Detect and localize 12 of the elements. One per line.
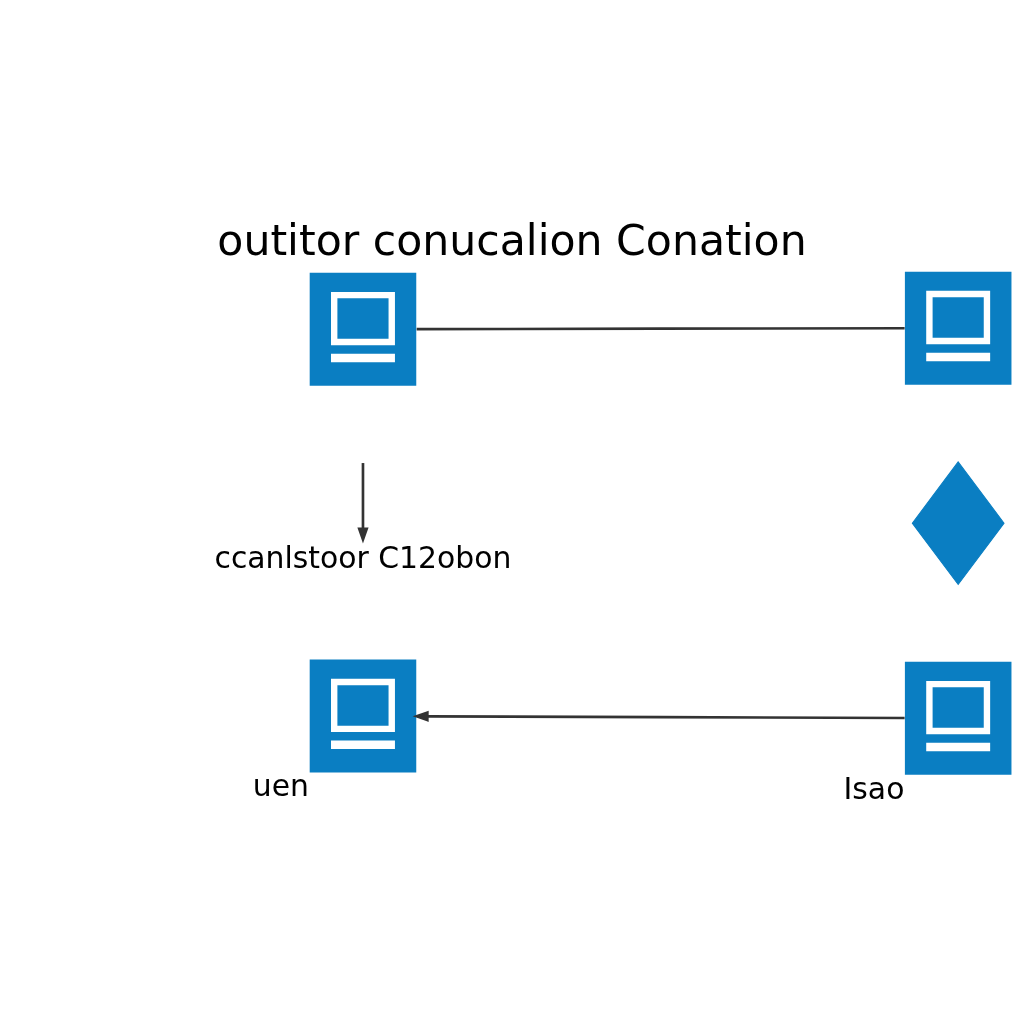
arrow	[412, 710, 905, 722]
node-diamond	[911, 461, 1005, 586]
node-picture	[904, 271, 1012, 385]
node-picture	[904, 661, 1012, 775]
diagram-title: outitor conucalion Conation	[217, 214, 807, 265]
arrow	[357, 463, 369, 544]
node-text: ccanlstoor C12obon	[214, 539, 512, 575]
connector	[416, 326, 905, 331]
node-label: uen	[252, 768, 309, 804]
node-picture	[309, 659, 417, 773]
node-label: Isao	[843, 770, 905, 806]
node-picture	[309, 272, 417, 386]
